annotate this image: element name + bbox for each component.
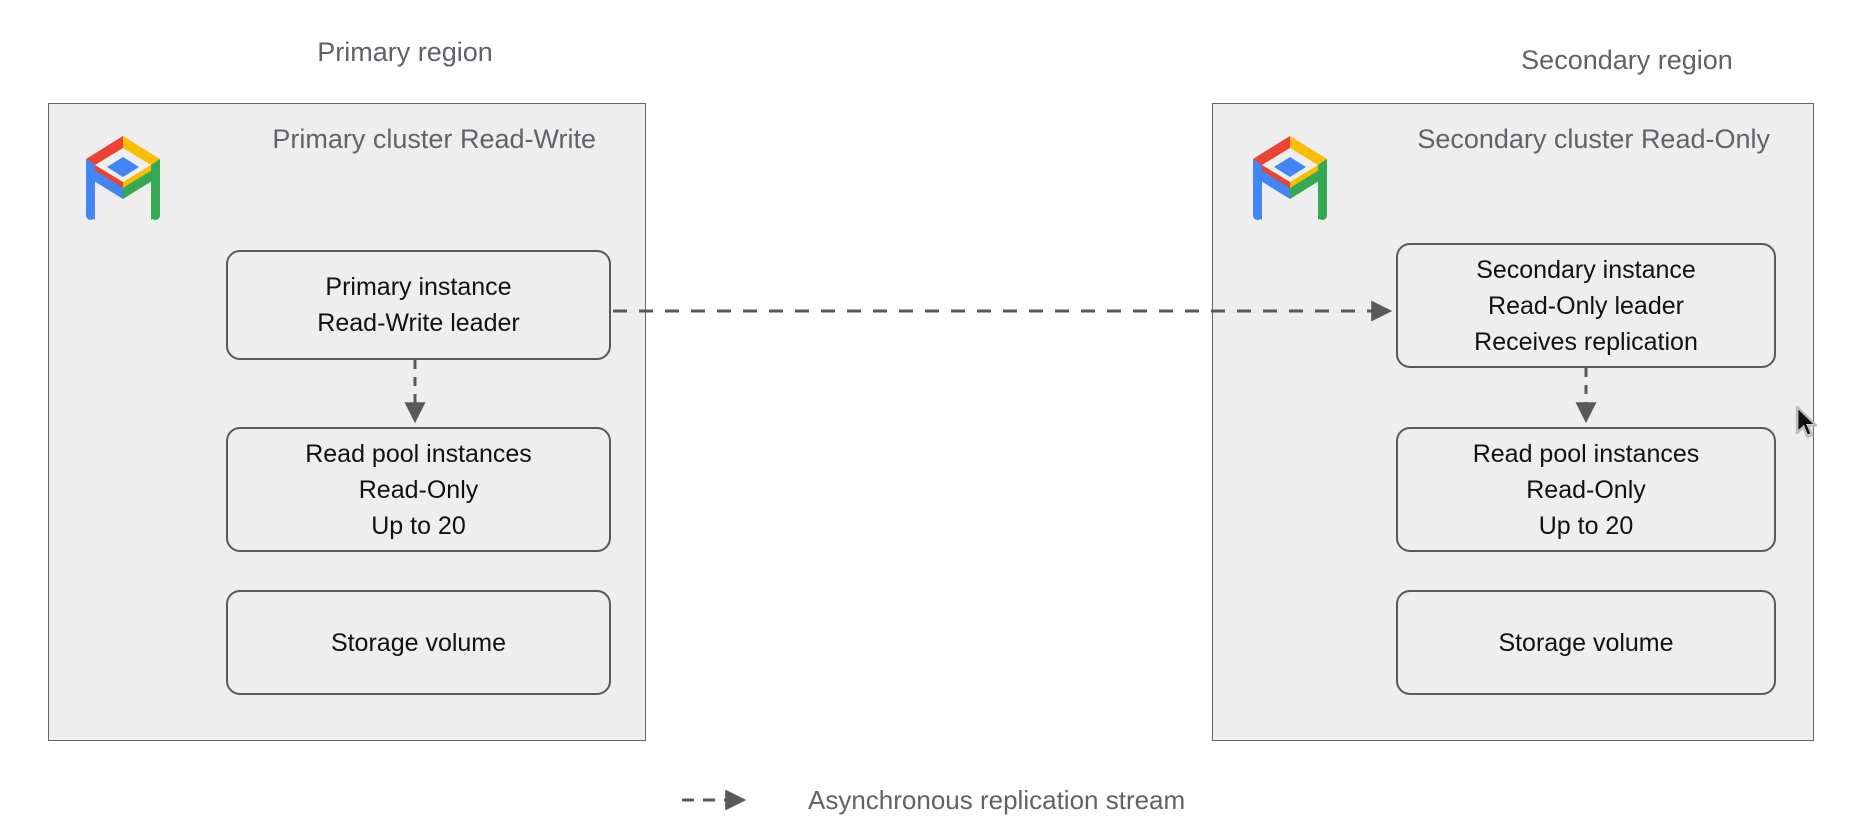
secondary-storage-box[interactable]: Storage volume xyxy=(1396,590,1776,695)
primary-storage-box[interactable]: Storage volume xyxy=(226,590,611,695)
secondary-cluster-title-line1: Secondary cluster xyxy=(1417,124,1634,154)
secondary-instance-line3: Receives replication xyxy=(1474,327,1698,356)
secondary-read-pool-line2: Read-Only xyxy=(1526,475,1646,504)
primary-cluster-title: Primary cluster Read-Write xyxy=(246,122,596,157)
primary-instance-line2: Read-Write leader xyxy=(317,309,520,337)
secondary-region-caption: Secondary region xyxy=(1521,45,1733,75)
primary-read-pool-line1: Read pool instances xyxy=(305,439,532,468)
secondary-read-pool-line1: Read pool instances xyxy=(1472,439,1700,468)
legend: Asynchronous replication stream xyxy=(680,785,1185,815)
primary-read-pool-box[interactable]: Read pool instances Read-Only Up to 20 xyxy=(226,427,611,552)
legend-dashed-arrow-icon xyxy=(680,789,764,811)
secondary-instance-box[interactable]: Secondary instance Read-Only leader Rece… xyxy=(1396,243,1776,368)
primary-instance-line1: Primary instance xyxy=(325,273,512,301)
legend-label: Asynchronous replication stream xyxy=(808,785,1186,815)
alloydb-logo xyxy=(73,128,173,228)
primary-region-caption: Primary region xyxy=(317,37,493,67)
secondary-cluster-title: Secondary cluster Read-Only xyxy=(1410,122,1770,157)
secondary-read-pool-line3: Up to 20 xyxy=(1538,511,1634,540)
primary-read-pool-line3: Up to 20 xyxy=(371,511,466,540)
alloydb-logo xyxy=(1240,128,1340,228)
secondary-storage-line1: Storage volume xyxy=(1498,628,1674,657)
primary-storage-line1: Storage volume xyxy=(330,628,507,657)
secondary-instance-line2: Read-Only leader xyxy=(1488,291,1684,320)
primary-read-pool-line2: Read-Only xyxy=(358,475,479,504)
secondary-instance-line1: Secondary instance xyxy=(1476,255,1696,284)
primary-instance-box[interactable]: Primary instance Read-Write leader xyxy=(226,250,611,360)
secondary-read-pool-box[interactable]: Read pool instances Read-Only Up to 20 xyxy=(1396,427,1776,552)
primary-cluster-title-line1: Primary cluster xyxy=(272,124,453,154)
secondary-cluster-title-line2: Read-Only xyxy=(1640,124,1770,154)
primary-cluster-title-line2: Read-Write xyxy=(459,124,596,154)
